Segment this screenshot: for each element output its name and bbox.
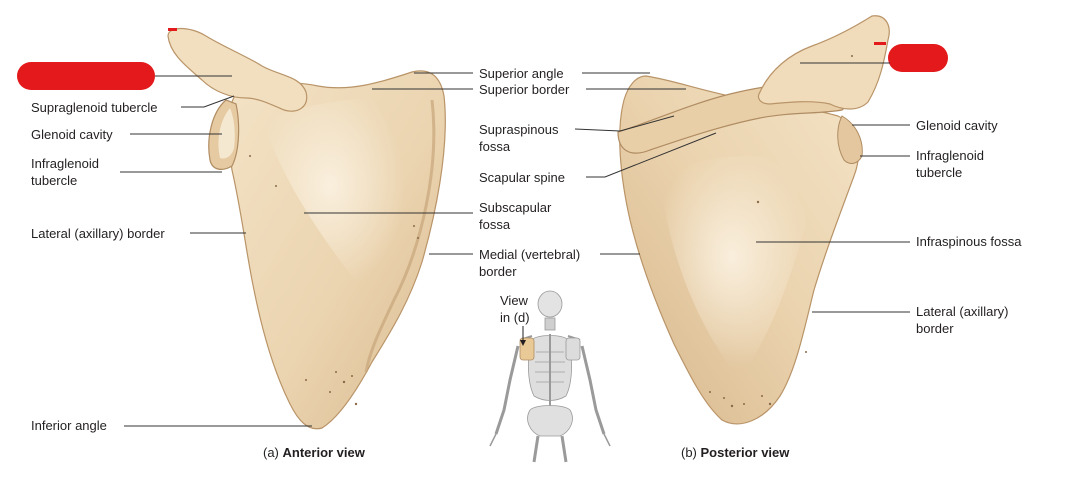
label-lateral-border-posterior-line2: border — [916, 320, 954, 337]
label-glenoid-cavity-anterior: Glenoid cavity — [31, 126, 113, 143]
label-infraglenoid-anterior-line2: tubercle — [31, 172, 77, 189]
redaction-tick-left — [168, 28, 177, 31]
label-lateral-border-posterior-line1: Lateral (axillary) — [916, 303, 1008, 320]
label-medial-border-line2: border — [479, 263, 517, 280]
redaction-mark-right — [888, 44, 948, 72]
label-supraglenoid-tubercle: Supraglenoid tubercle — [31, 99, 157, 116]
label-lateral-border-anterior: Lateral (axillary) border — [31, 225, 165, 242]
label-scapular-spine: Scapular spine — [479, 169, 565, 186]
label-supraspinous-line1: Supraspinous — [479, 121, 559, 138]
label-superior-angle: Superior angle — [479, 65, 564, 82]
label-inferior-angle: Inferior angle — [31, 417, 107, 434]
caption-posterior-letter: (b) — [681, 445, 697, 460]
caption-posterior-title: Posterior view — [701, 445, 790, 460]
label-superior-border: Superior border — [479, 81, 569, 98]
label-subscapular-line1: Subscapular — [479, 199, 551, 216]
caption-anterior-letter: (a) — [263, 445, 279, 460]
posterior-scapula — [618, 16, 889, 424]
caption-posterior: (b) Posterior view — [681, 445, 789, 461]
label-subscapular-line2: fossa — [479, 216, 510, 233]
label-infraspinous-fossa: Infraspinous fossa — [916, 233, 1022, 250]
label-glenoid-cavity-posterior: Glenoid cavity — [916, 117, 998, 134]
redaction-mark-left — [17, 62, 155, 90]
label-infraglenoid-anterior-line1: Infraglenoid — [31, 155, 99, 172]
label-medial-border-line1: Medial (vertebral) — [479, 246, 580, 263]
label-view-line2: in (d) — [500, 309, 530, 326]
posterior-acromion — [758, 16, 889, 109]
skeleton-skull — [538, 291, 562, 317]
label-infraglenoid-posterior-line1: Infraglenoid — [916, 147, 984, 164]
label-infraglenoid-posterior-line2: tubercle — [916, 164, 962, 181]
label-supraspinous-line2: fossa — [479, 138, 510, 155]
caption-anterior: (a) Anterior view — [263, 445, 365, 461]
caption-anterior-title: Anterior view — [283, 445, 365, 460]
label-view-line1: View — [500, 292, 528, 309]
skeleton-pelvis — [528, 406, 573, 437]
redaction-tick-right — [874, 42, 886, 45]
